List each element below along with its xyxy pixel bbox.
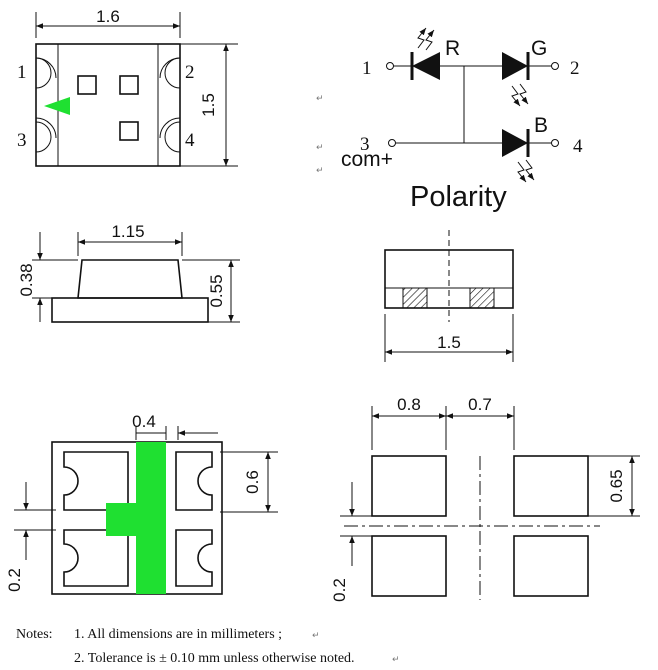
return-mark-icon: ↵ <box>316 166 324 176</box>
return-mark-icon: ↵ <box>316 143 324 153</box>
height-label: 1.5 <box>199 93 218 117</box>
terminal <box>551 62 559 70</box>
pad-notch <box>35 121 52 153</box>
polarity-mark-icon <box>44 97 70 115</box>
pad-height-label: 0.6 <box>243 470 262 494</box>
green-led-diode-icon <box>502 52 528 80</box>
top-width-label: 1.15 <box>111 222 144 241</box>
end-pad <box>402 287 428 309</box>
pin-label-2: 2 <box>185 62 195 83</box>
bottom-pad <box>63 529 129 587</box>
terminal <box>551 139 559 147</box>
red-led-diode-icon <box>412 52 440 80</box>
footprint-pad <box>513 455 589 517</box>
die-red <box>77 75 97 95</box>
terminal <box>388 139 396 147</box>
label-b: B <box>534 114 548 137</box>
bottom-pad <box>63 451 129 511</box>
bottom-pad <box>175 529 213 587</box>
pad-height-label: 0.65 <box>607 469 626 502</box>
gap-height-label: 0.2 <box>330 578 349 602</box>
side-lens <box>77 259 183 299</box>
notes-heading: Notes: <box>16 627 53 642</box>
polarity-pin-1: 1 <box>362 58 372 79</box>
polarity-title: Polarity <box>410 181 507 213</box>
die-green <box>119 75 139 95</box>
pad-width-label: 0.8 <box>397 395 421 414</box>
pin-label-1: 1 <box>17 62 27 83</box>
gap-width-label: 0.7 <box>468 395 492 414</box>
notes: Notes: 1. All dimensions are in millimet… <box>16 627 400 666</box>
pin-label-3: 3 <box>17 130 27 151</box>
light-emission-icon <box>517 161 527 183</box>
footprint-pad <box>513 535 589 597</box>
return-mark-icon: ↵ <box>392 655 400 665</box>
note-1: 1. All dimensions are in millimeters ; <box>74 627 282 642</box>
die-blue <box>119 121 139 141</box>
side-view: 1.15 0.38 0.55 <box>17 222 240 323</box>
bottom-view: 0.4 0.6 0.2 <box>5 412 278 595</box>
footprint-pad <box>371 455 447 517</box>
note-2: 2. Tolerance is ± 0.10 mm unless otherwi… <box>74 651 355 666</box>
light-emission-icon <box>511 85 521 107</box>
total-height-label: 0.55 <box>207 274 226 307</box>
body-height-label: 0.38 <box>17 263 36 296</box>
label-r: R <box>445 37 460 60</box>
blue-led-diode-icon <box>502 129 528 157</box>
bottom-pad <box>175 451 213 511</box>
return-mark-icon: ↵ <box>316 94 324 104</box>
common-pad-marker <box>106 442 166 594</box>
footprint-pad <box>371 535 447 597</box>
marker-width-label: 0.4 <box>132 412 156 431</box>
common-label: com+ <box>341 148 393 171</box>
end-width-label: 1.5 <box>437 333 461 352</box>
pad-notch <box>164 121 181 153</box>
pin-label-4: 4 <box>185 130 195 151</box>
polarity-pin-3: 3 <box>360 134 370 155</box>
end-pad <box>469 287 495 309</box>
light-emission-icon <box>417 27 427 49</box>
end-view: 1.5 <box>384 230 514 362</box>
label-g: G <box>531 37 547 60</box>
polarity-pin-4: 4 <box>573 136 583 157</box>
top-view: 1.6 1.5 1 2 3 4 <box>17 7 238 167</box>
side-base <box>51 297 209 323</box>
width-label: 1.6 <box>96 7 120 26</box>
lens-outline <box>57 43 159 167</box>
return-mark-icon: ↵ <box>312 631 320 641</box>
gap-label: 0.2 <box>5 568 24 592</box>
polarity-diagram: 1 2 3 4 R G B com+ Polarity ↵ ↵ ↵ <box>316 27 583 213</box>
footprint: 0.8 0.7 0.65 0.2 <box>330 395 640 602</box>
polarity-pin-2: 2 <box>570 58 580 79</box>
terminal <box>386 62 394 70</box>
